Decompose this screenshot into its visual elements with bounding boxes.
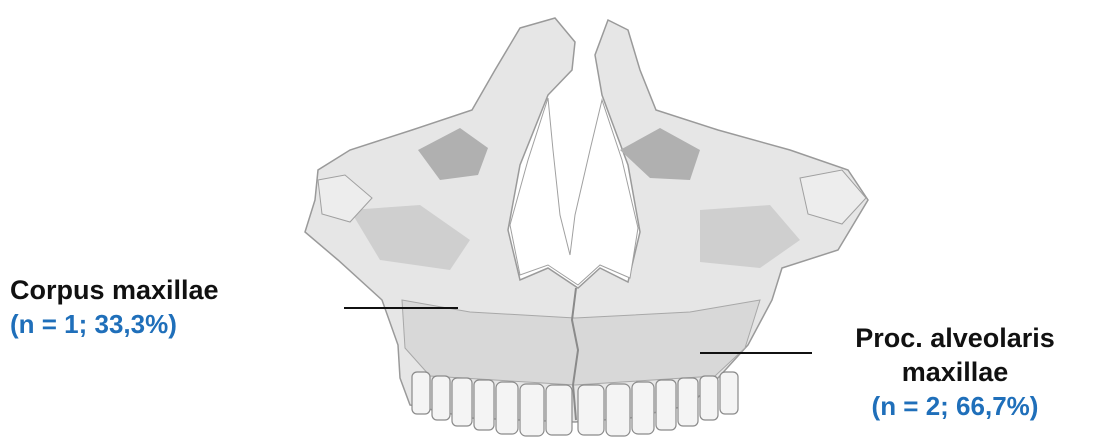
proc-alveolaris-name-line2: maxillae (822, 356, 1088, 390)
proc-alveolaris-stat: (n = 2; 66,7%) (822, 390, 1088, 423)
corpus-maxillae-stat: (n = 1; 33,3%) (10, 308, 219, 341)
proc-alveolaris-name-line1: Proc. alveolaris (822, 322, 1088, 356)
proc-alveolaris-label: Proc. alveolaris maxillae (n = 2; 66,7%) (822, 322, 1088, 422)
corpus-maxillae-label: Corpus maxillae (n = 1; 33,3%) (10, 274, 219, 340)
corpus-maxillae-name: Corpus maxillae (10, 274, 219, 308)
